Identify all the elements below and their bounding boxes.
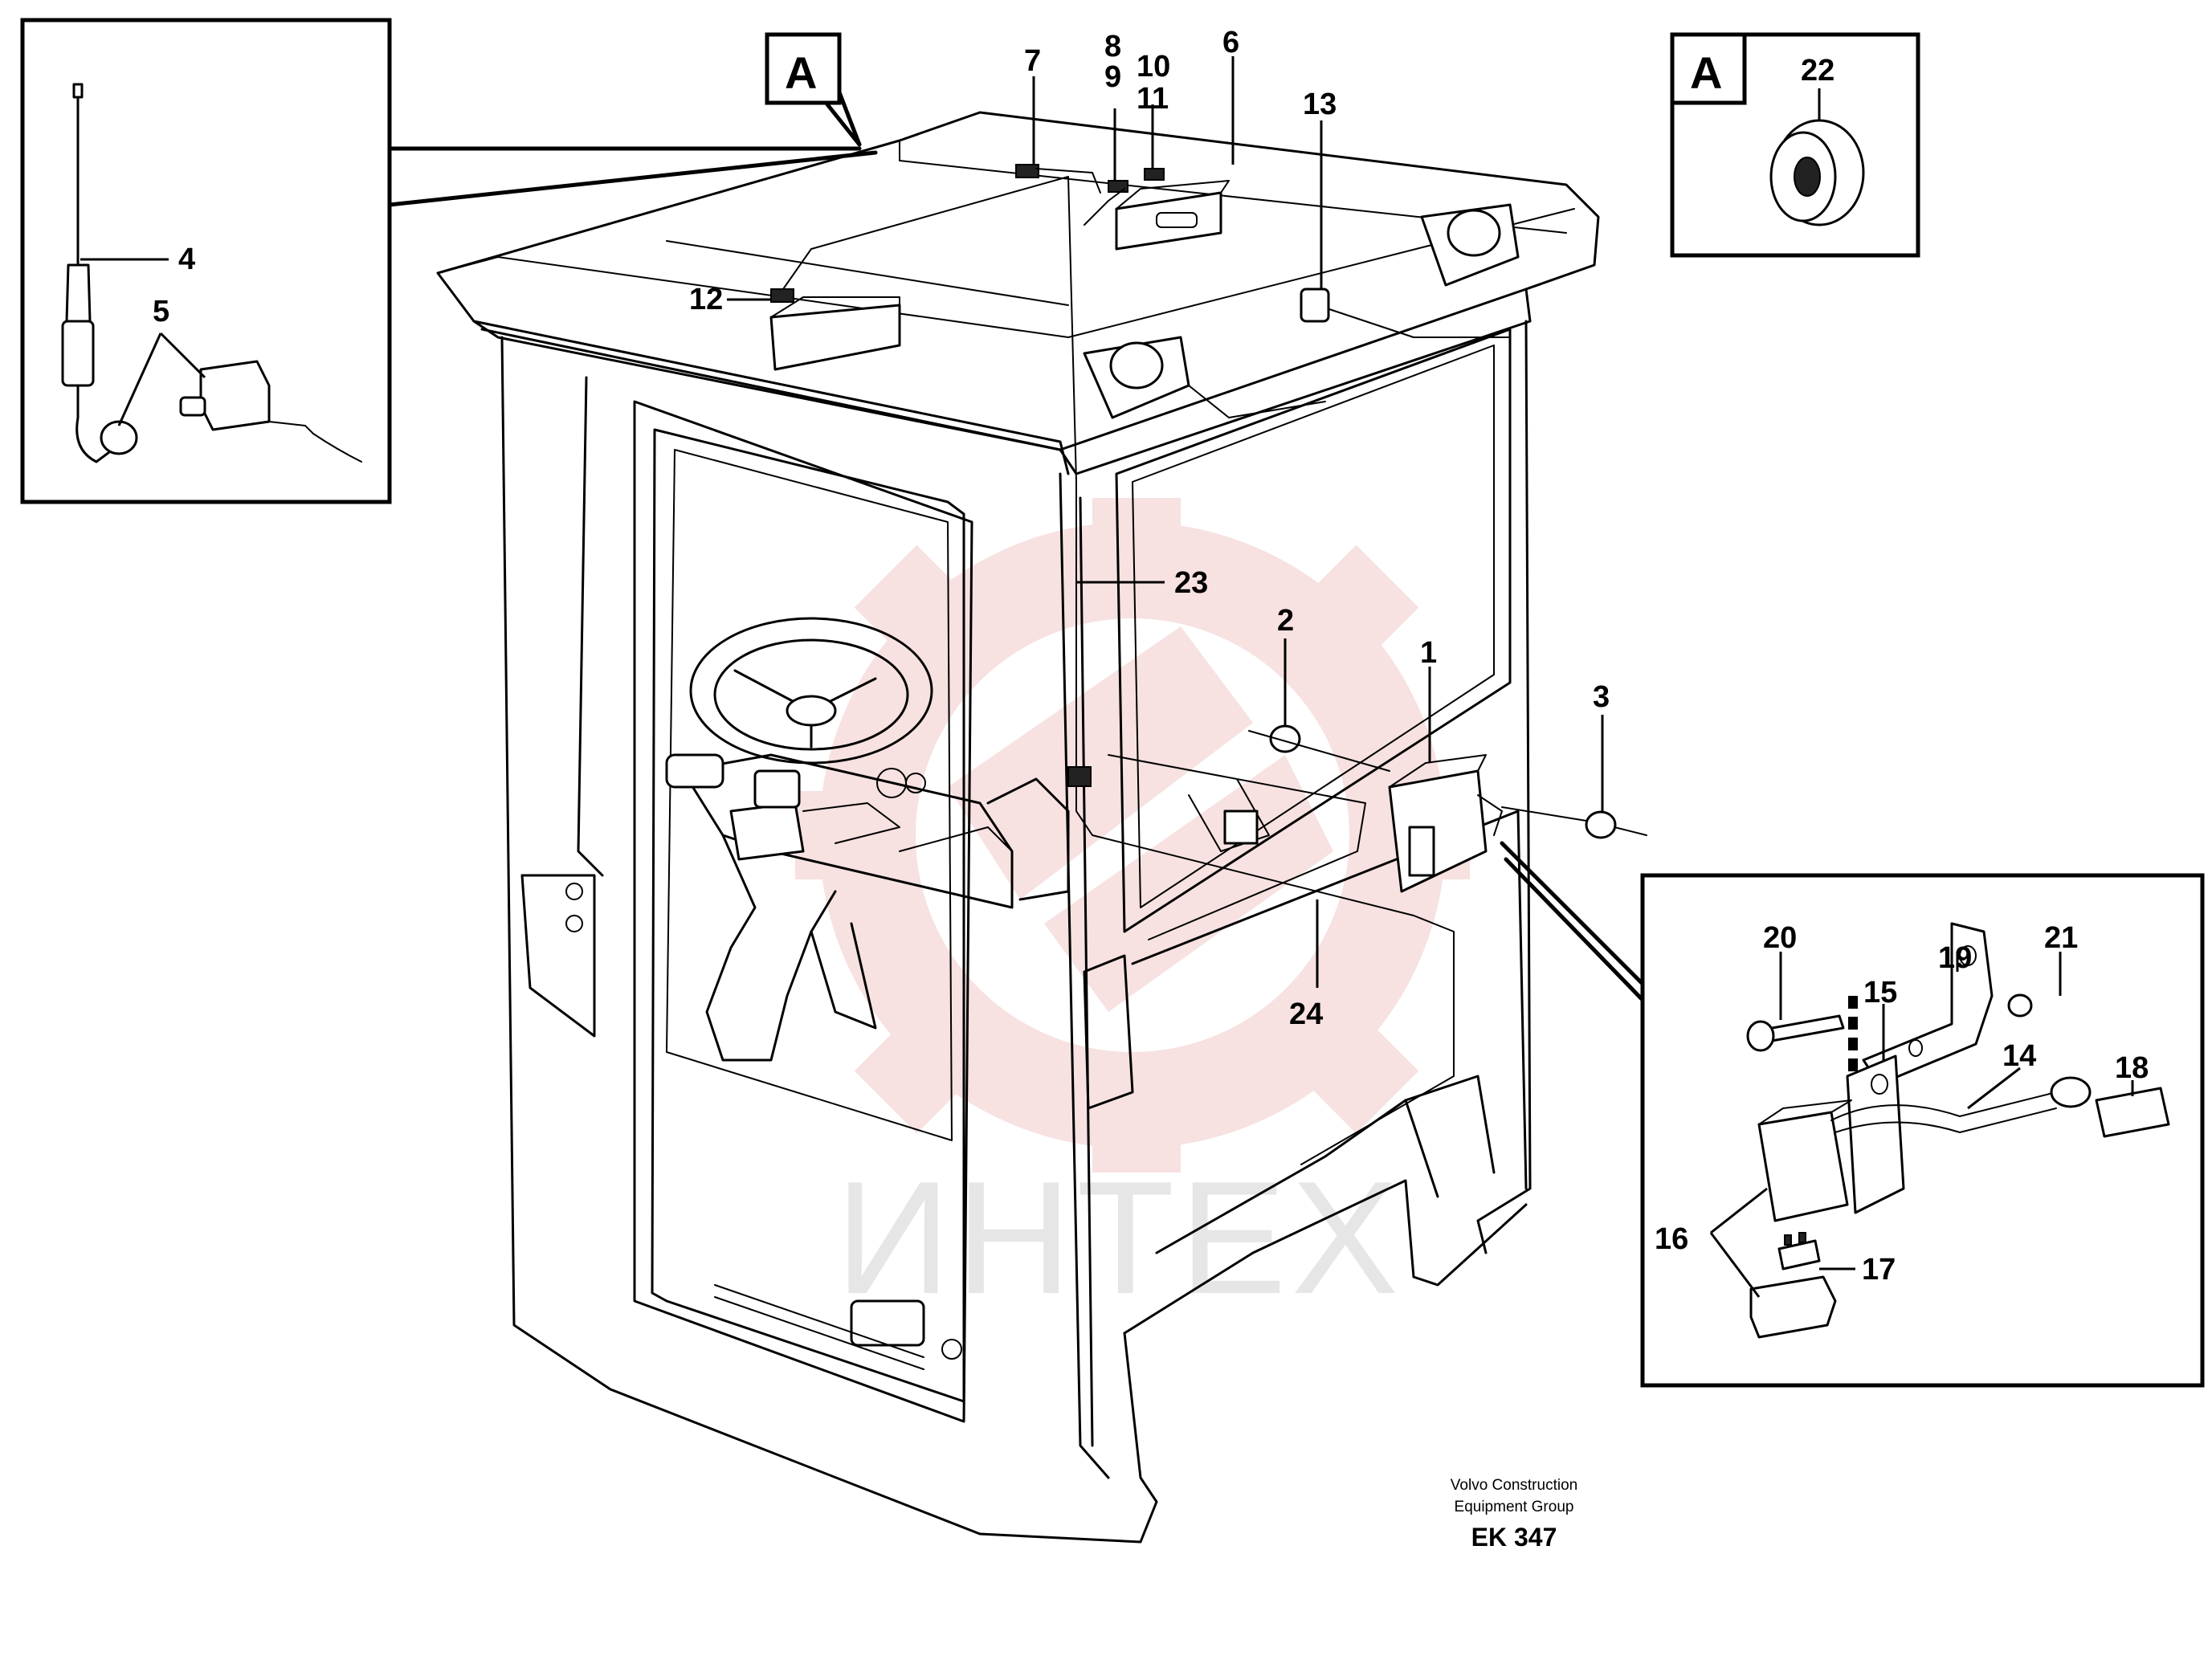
- control-unit: [1388, 754, 1503, 893]
- callout-6: 6: [1222, 26, 1239, 59]
- credit-line-1: Volvo Construction: [1451, 1477, 1577, 1494]
- callout-2: 2: [1277, 604, 1294, 638]
- credit-line-2: Equipment Group: [1455, 1499, 1574, 1515]
- radio-unit: [1115, 191, 1222, 251]
- callout-13: 13: [1303, 88, 1337, 121]
- speaker-box: [769, 304, 901, 371]
- inset-antenna: 4 5: [20, 18, 392, 504]
- callout-12: 12: [689, 283, 723, 316]
- watermark-gear-logo: [795, 498, 1470, 1173]
- callout-labels: 1 2 3 6 7 8 9 10 11 12 13 23 24: [689, 26, 1610, 1031]
- callout-23: 23: [1174, 566, 1208, 600]
- callout-22: 22: [1801, 54, 1834, 88]
- work-lamp-front: [1083, 336, 1190, 419]
- leader-lines: [727, 56, 1604, 988]
- callout-5: 5: [153, 295, 169, 328]
- steering-wheel: [689, 617, 933, 765]
- reference-box-main: A: [765, 32, 842, 105]
- callout-16: 16: [1655, 1222, 1688, 1256]
- watermark: ИНТЕХ: [795, 498, 1470, 1328]
- inset-a-grommet: A 22: [1670, 32, 1920, 258]
- callout-10: 10: [1137, 50, 1170, 84]
- callout-4: 4: [178, 243, 195, 276]
- callout-3: 3: [1593, 680, 1610, 714]
- callout-21: 21: [2044, 921, 2078, 955]
- callout-7: 7: [1024, 44, 1041, 78]
- callout-11: 11: [1137, 82, 1169, 116]
- callout-8: 8: [1104, 30, 1121, 63]
- callout-20: 20: [1763, 921, 1797, 955]
- watermark-text: ИНТЕХ: [835, 1148, 1403, 1328]
- buzzer: [1300, 288, 1330, 323]
- callout-9: 9: [1104, 60, 1121, 94]
- callout-24: 24: [1289, 997, 1323, 1031]
- callout-14: 14: [2002, 1039, 2036, 1073]
- callout-19: 19: [1938, 941, 1972, 975]
- inset-relay: 20 19 21 15 14 18 16 17: [1640, 873, 2205, 1388]
- callout-18: 18: [2115, 1051, 2149, 1085]
- cab-drawing: [436, 111, 1647, 1544]
- credit-block: Volvo Construction Equipment Group EK 34…: [1451, 1477, 1577, 1552]
- drawing-code: EK 347: [1471, 1523, 1557, 1552]
- callout-17: 17: [1862, 1253, 1896, 1287]
- work-lamp-rear: [1420, 203, 1520, 287]
- callout-1: 1: [1420, 636, 1437, 670]
- callout-15: 15: [1863, 976, 1897, 1009]
- nut: [1585, 810, 1617, 839]
- reference-label-main: A: [785, 47, 817, 98]
- reference-label-inset: A: [1690, 47, 1722, 98]
